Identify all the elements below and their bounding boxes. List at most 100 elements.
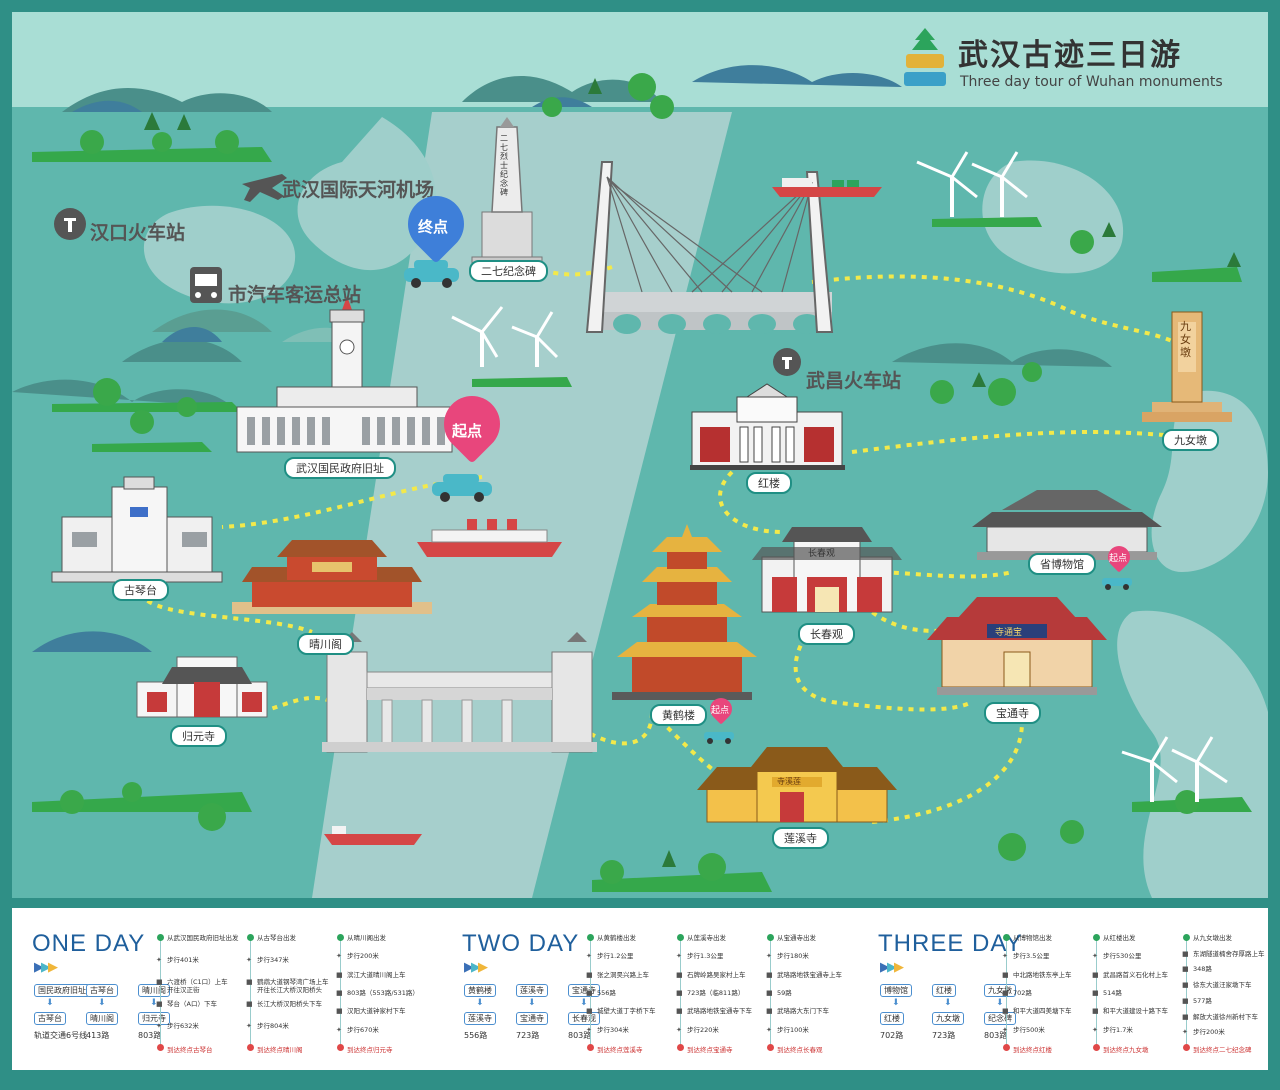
sign-lianxisi: 寺溪莲 <box>777 777 801 786</box>
bus-icon: ■ <box>766 1007 773 1016</box>
landmark-guiyuansi[interactable]: 归元寺 <box>170 725 227 747</box>
route-from[interactable]: 黄鹤楼 <box>464 984 496 997</box>
landmark-gov[interactable]: 武汉国民政府旧址 <box>284 457 396 479</box>
landmark-honglou[interactable]: 红楼 <box>746 472 792 494</box>
hankou-station-label[interactable]: 汉口火车站 <box>90 222 186 244</box>
start-dot-icon <box>337 934 344 941</box>
wuchang-station-label[interactable]: 武昌火车站 <box>806 370 902 392</box>
route-to[interactable]: 古琴台 <box>34 1012 66 1025</box>
landmark-guqintai[interactable]: 古琴台 <box>112 579 169 601</box>
bus-icon: ■ <box>766 989 773 997</box>
step-item: 汉阳大道钟家村下车 <box>347 1007 406 1016</box>
bus-icon: ■ <box>336 1007 343 1016</box>
route-to[interactable]: 纪念碑 <box>984 1012 1016 1025</box>
step-item: 步行500米 <box>1013 1025 1045 1034</box>
route-to[interactable]: 莲溪寺 <box>464 1012 496 1025</box>
landmark-museum[interactable]: 省博物馆 <box>1028 553 1096 575</box>
bus-icon: ■ <box>1092 1007 1099 1016</box>
route-to[interactable]: 晴川阁 <box>86 1012 118 1025</box>
route-from[interactable]: 国民政府旧址 <box>34 984 90 997</box>
landmark-baotongsi[interactable]: 宝通寺 <box>984 702 1041 724</box>
bus-icon: ■ <box>1182 996 1189 1005</box>
step-item: 和平大道建设十路下车 <box>1103 1007 1168 1016</box>
bus-station-label[interactable]: 市汽车客运总站 <box>228 284 362 306</box>
route-from[interactable]: 博物馆 <box>880 984 912 997</box>
bus-icon: ■ <box>586 1007 593 1016</box>
route-bus: 723路 <box>516 1031 540 1040</box>
page-title: 武汉古迹三日游 <box>958 38 1182 73</box>
route-from[interactable]: 晴川阁 <box>138 984 170 997</box>
landmark-huanghelou[interactable]: 黄鹤楼 <box>650 704 707 726</box>
route-from[interactable]: 古琴台 <box>86 984 118 997</box>
bus-icon: ■ <box>246 1000 253 1008</box>
airport-label[interactable]: 武汉国际天河机场 <box>282 179 435 201</box>
step-item: 514路 <box>1103 989 1122 997</box>
route-to[interactable]: 红楼 <box>880 1012 904 1025</box>
bus-icon: ■ <box>246 978 253 986</box>
step-end: 到达终点晴川阁 <box>257 1046 303 1054</box>
day-title: THREE DAY <box>878 930 1023 957</box>
route-from[interactable]: 莲溪寺 <box>516 984 548 997</box>
start-pin-small-2-label: 起点 <box>1109 554 1128 564</box>
route-from[interactable]: 红楼 <box>932 984 956 997</box>
step-item: 556路 <box>597 989 616 997</box>
step-item: 步行1.2公里 <box>597 952 634 961</box>
walk-icon: ✦ <box>1092 1025 1098 1034</box>
walk-icon: ✦ <box>156 956 162 964</box>
bus-icon: ■ <box>1092 970 1099 979</box>
bus-icon: ■ <box>1182 949 1189 958</box>
step-item: 577路 <box>1193 996 1212 1005</box>
bus-icon: ■ <box>156 1000 163 1008</box>
step-end: 到达终点二七纪念碑 <box>1193 1046 1252 1054</box>
route-bus: 轨道交通6号线 <box>34 1031 88 1040</box>
route-from[interactable]: 九女墩 <box>984 984 1016 997</box>
day-arrows-icon: ▶▶▶ <box>464 960 488 975</box>
step-item: 武珞路大东门下车 <box>777 1007 829 1016</box>
step-item: 中北路地铁东亭上车 <box>1013 970 1072 979</box>
step-item: 702路 <box>1013 989 1032 997</box>
tour-map[interactable]: 武汉国际天河机场 汉口火车站 市汽车客运总站 武昌火车站 终点 起点 起点 起点… <box>12 12 1268 898</box>
day-title: ONE DAY <box>32 930 146 957</box>
end-dot-icon <box>1003 1044 1010 1051</box>
day-arrows-icon: ▶▶▶ <box>34 960 58 975</box>
down-arrow-icon: ⬇ <box>944 998 952 1008</box>
step-item: 步行200米 <box>1193 1028 1225 1037</box>
start-dot-icon <box>247 934 254 941</box>
step-item: 武珞路地铁宝通寺下车 <box>687 1007 752 1016</box>
step-item: 徐东大道汪家墩下车 <box>1193 981 1252 990</box>
page-subtitle: Three day tour of Wuhan monuments <box>960 74 1223 90</box>
start-dot-icon <box>767 934 774 941</box>
route-to[interactable]: 归元寺 <box>138 1012 170 1025</box>
walk-icon: ✦ <box>586 1025 592 1034</box>
route-bus: 803路 <box>138 1031 162 1040</box>
logo-icon <box>904 28 946 86</box>
start-pin-label: 起点 <box>452 422 483 440</box>
landmark-lianxisi[interactable]: 莲溪寺 <box>772 827 829 849</box>
landmark-erqi[interactable]: 二七纪念碑 <box>469 260 548 282</box>
step-end: 到达终点归元寺 <box>347 1046 393 1054</box>
step-item: 步行804米 <box>257 1022 289 1030</box>
route-to[interactable]: 长春观 <box>568 1012 600 1025</box>
step-item: 琴台（A口）下车 <box>167 1000 217 1008</box>
step-connector <box>160 940 161 1050</box>
landmark-changchunguan[interactable]: 长春观 <box>798 623 855 645</box>
landmark-qingchuange[interactable]: 晴川阁 <box>297 633 354 655</box>
route-to[interactable]: 九女墩 <box>932 1012 964 1025</box>
route-to[interactable]: 宝通寺 <box>516 1012 548 1025</box>
step-item: 步行304米 <box>597 1025 629 1034</box>
start-dot-icon <box>1003 934 1010 941</box>
bus-icon: ■ <box>1092 989 1099 997</box>
start-dot-icon <box>677 934 684 941</box>
bus-icon: ■ <box>336 989 343 997</box>
end-dot-icon <box>157 1044 164 1051</box>
step-item: 步行100米 <box>777 1025 809 1034</box>
step-end: 到达终点古琴台 <box>167 1046 213 1054</box>
landmark-jiunvdun[interactable]: 九女墩 <box>1162 429 1219 451</box>
bus-icon: ■ <box>766 970 773 979</box>
start-dot-icon <box>1093 934 1100 941</box>
route-from[interactable]: 宝通寺 <box>568 984 600 997</box>
walk-icon: ✦ <box>676 952 682 961</box>
day-arrows-icon: ▶▶▶ <box>880 960 904 975</box>
step-item: 张之洞昊兴路上车 <box>597 970 649 979</box>
